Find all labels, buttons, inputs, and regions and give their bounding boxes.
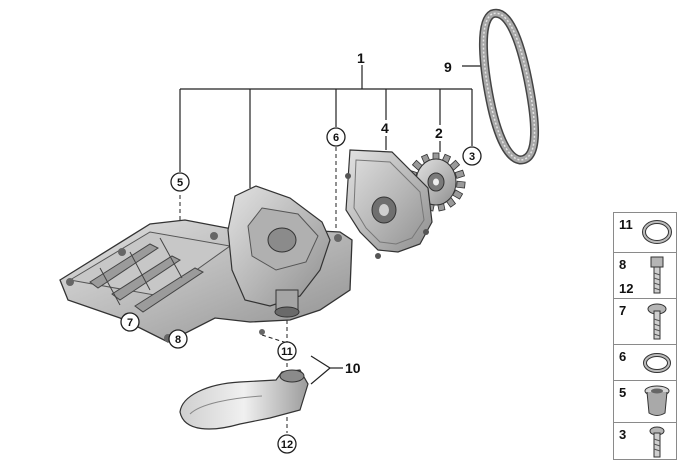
legend-row-o-ring: 11 [614,213,676,253]
oil-pump-housing [59,185,353,343]
callout-9: 9 [444,59,452,75]
circled-callouts: 3 6 5 7 8 11 12 [120,127,482,454]
svg-text:11: 11 [281,346,293,358]
circled-callout-12: 12 [277,434,297,454]
legend-number: 6 [619,349,627,364]
legend-number: 11 [619,217,633,232]
cover-plate [345,149,433,259]
flange-bolt-icon [647,303,667,340]
svg-text:8: 8 [175,334,181,346]
legend-number-secondary: 12 [619,281,634,296]
o-ring-icon [642,220,672,244]
circled-callout-6: 6 [326,127,346,147]
legend-number: 3 [619,427,627,442]
legend-number: 7 [619,303,627,318]
circled-callout-8: 8 [168,329,188,349]
svg-text:7: 7 [127,317,133,329]
legend-row-hex-bolt: 8 12 [614,253,676,299]
hex-bolt-icon [650,256,664,294]
small-o-ring-icon [643,353,671,373]
circled-callout-7: 7 [120,312,140,332]
small-parts-legend: 11 8 12 7 6 5 [613,212,677,460]
torx-bolt-icon [649,426,665,458]
legend-row-o-ring-small: 6 [614,345,676,381]
callout-labels: 1 9 4 2 10 [345,50,452,376]
legend-row-sleeve: 5 [614,381,676,423]
svg-text:6: 6 [333,132,339,144]
callout-10: 10 [345,360,361,376]
legend-row-flange-bolt: 7 [614,299,676,345]
callout-2: 2 [435,125,443,141]
legend-row-torx-bolt: 3 [614,423,676,459]
callout-1: 1 [357,50,365,66]
leader-lines [179,65,482,385]
sleeve-icon [644,385,670,416]
legend-number: 8 [619,257,627,272]
legend-number: 5 [619,385,627,400]
suction-pipe [179,369,309,430]
circled-callout-11: 11 [277,341,297,361]
callout-4: 4 [381,120,389,136]
svg-text:3: 3 [469,151,475,163]
circled-callout-5: 5 [170,172,190,192]
svg-text:12: 12 [281,439,293,451]
drive-chain [479,8,540,165]
svg-text:5: 5 [177,177,183,189]
circled-callout-3: 3 [462,146,482,166]
